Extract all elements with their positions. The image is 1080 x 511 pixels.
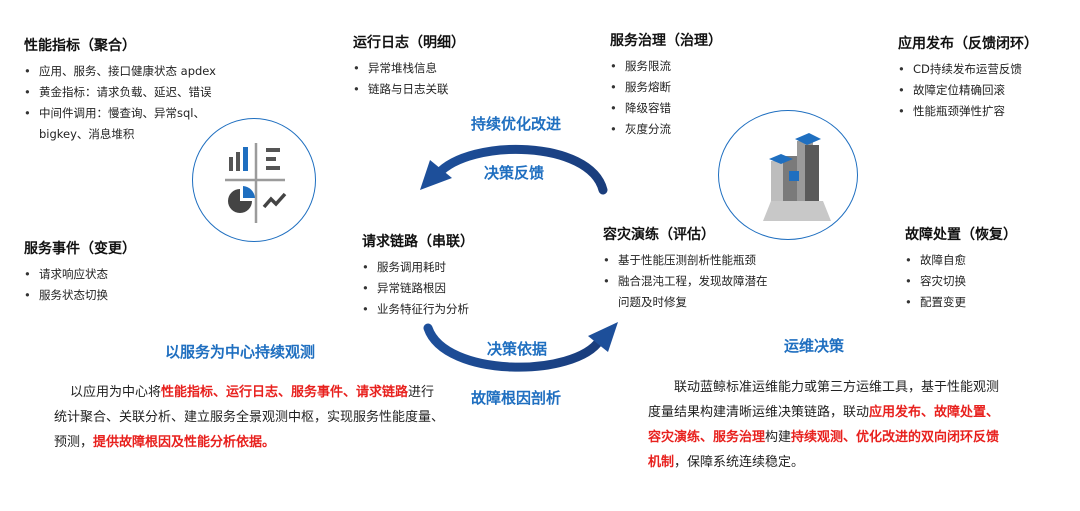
- right-paragraph: 联动蓝鲸标准运维能力或第三方运维工具，基于性能观测度量结果构建清晰运维决策链路，…: [648, 375, 1004, 475]
- fault-title: 故障处置（恢复）: [905, 227, 1017, 243]
- right-para-text: 构建: [765, 430, 792, 445]
- chain-block: 请求链路（串联） 服务调用耗时 异常链路根因 业务特征行为分析: [362, 233, 532, 320]
- chain-item: 异常链路根因: [362, 278, 532, 299]
- events-item: 请求响应状态: [24, 264, 194, 285]
- release-item: CD持续发布运营反馈: [898, 59, 1073, 80]
- bottom-arrow-label: 故障根因剖析: [471, 389, 562, 407]
- drill-item: 融合混沌工程，发现故障潜在: [603, 271, 803, 292]
- left-para-highlight: 提供故障根因及性能分析依据。: [93, 435, 276, 450]
- perf-item: 中间件调用：慢查询、异常sql、: [24, 103, 234, 124]
- left-para-text: 进行统计聚合、关联分析、建立服务全景观测中枢，实现服务性能度量、预测，: [54, 385, 445, 450]
- release-title: 应用发布（反馈闭环）: [898, 36, 1038, 52]
- runlog-item: 异常堆栈信息: [353, 58, 523, 79]
- release-item: 故障定位精确回滚: [898, 80, 1073, 101]
- perf-item: 黄金指标：请求负载、延迟、错误: [24, 82, 234, 103]
- top-arrowhead: [420, 160, 452, 190]
- left-para-text: 以应用为中心将: [70, 385, 162, 400]
- top-arrow-inner: 决策反馈: [484, 164, 545, 182]
- dashboard-chart-icon: [192, 118, 316, 242]
- release-block: 应用发布（反馈闭环） CD持续发布运营反馈 故障定位精确回滚 性能瓶颈弹性扩容: [898, 35, 1073, 122]
- left-heading: 以服务为中心持续观测: [165, 343, 316, 361]
- fault-item: 故障自愈: [905, 250, 1065, 271]
- runlog-item: 链路与日志关联: [353, 79, 523, 100]
- svcgov-item: 服务限流: [610, 56, 780, 77]
- release-item: 性能瓶颈弹性扩容: [898, 101, 1073, 122]
- bottom-arrow-inner: 决策依据: [487, 340, 548, 358]
- perf-title: 性能指标（聚合）: [24, 38, 136, 54]
- fault-block: 故障处置（恢复） 故障自愈 容灾切换 配置变更: [905, 226, 1065, 313]
- events-title: 服务事件（变更）: [24, 241, 136, 257]
- top-arrow-label: 持续优化改进: [471, 115, 562, 133]
- right-para-text: ，保障系统连续稳定。: [674, 455, 805, 470]
- bottom-arrow: [423, 323, 605, 372]
- right-para-highlight: 持续观测、优化改进的双向闭环反馈机制: [648, 430, 1000, 470]
- drill-title: 容灾演练（评估）: [603, 227, 715, 243]
- svcgov-block: 服务治理（治理） 服务限流 服务熔断 降级容错 灰度分流: [610, 32, 780, 140]
- svcgov-item: 灰度分流: [610, 119, 780, 140]
- perf-item: 应用、服务、接口健康状态 apdex: [24, 61, 234, 82]
- chain-item: 业务特征行为分析: [362, 299, 532, 320]
- perf-item-cont: bigkey、消息堆积: [39, 127, 135, 141]
- drill-block: 容灾演练（评估） 基于性能压测剖析性能瓶颈 融合混沌工程，发现故障潜在 问题及时…: [603, 226, 803, 313]
- svcgov-item: 服务熔断: [610, 77, 780, 98]
- runlog-block: 运行日志（明细） 异常堆栈信息 链路与日志关联: [353, 34, 523, 100]
- svcgov-title: 服务治理（治理）: [610, 33, 722, 49]
- drill-item: 基于性能压测剖析性能瓶颈: [603, 250, 803, 271]
- events-item: 服务状态切换: [24, 285, 194, 306]
- right-heading: 运维决策: [784, 337, 845, 355]
- fault-item: 容灾切换: [905, 271, 1065, 292]
- svcgov-item: 降级容错: [610, 98, 780, 119]
- bottom-arrowhead: [588, 322, 618, 352]
- drill-item-cont: 问题及时修复: [618, 295, 687, 309]
- right-para-highlight: 应用发布、故障处置、容灾演练、服务治理: [648, 405, 1000, 445]
- right-para-text: 联动蓝鲸标准运维能力或第三方运维工具，基于性能观测度量结果构建清晰运维决策链路，…: [648, 380, 1000, 420]
- top-arrow: [433, 144, 608, 195]
- events-block: 服务事件（变更） 请求响应状态 服务状态切换: [24, 240, 194, 306]
- fault-item: 配置变更: [905, 292, 1065, 313]
- left-paragraph: 以应用为中心将性能指标、运行日志、服务事件、请求链路进行统计聚合、关联分析、建立…: [54, 380, 444, 455]
- chain-title: 请求链路（串联）: [362, 234, 474, 250]
- perf-block: 性能指标（聚合） 应用、服务、接口健康状态 apdex 黄金指标：请求负载、延迟…: [24, 37, 234, 145]
- runlog-title: 运行日志（明细）: [353, 35, 465, 51]
- left-para-highlight: 性能指标、运行日志、服务事件、请求链路: [161, 385, 409, 400]
- chain-item: 服务调用耗时: [362, 257, 532, 278]
